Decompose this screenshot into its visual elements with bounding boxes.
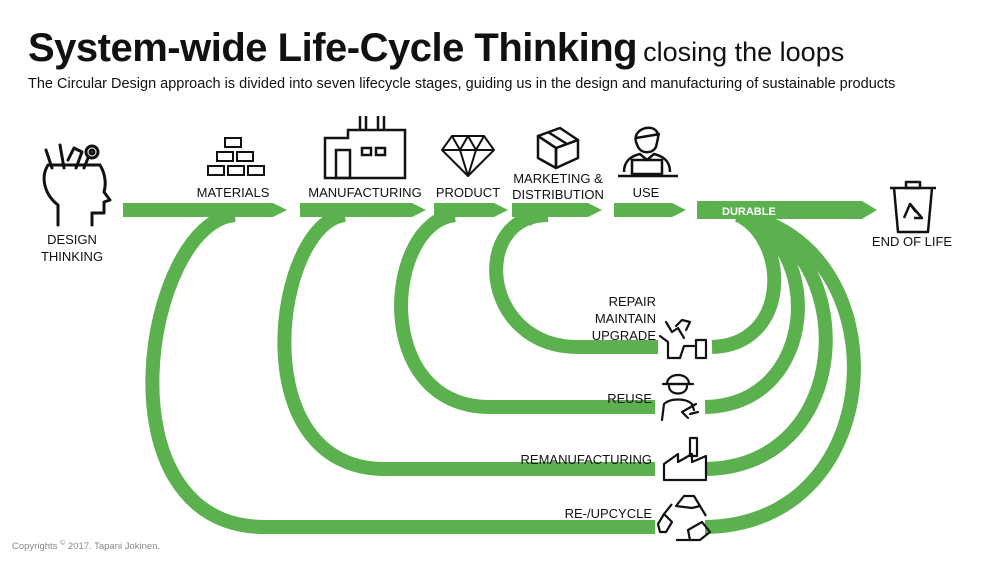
copyright-suffix: 2017. Tapani Jokinen. — [67, 541, 161, 553]
factory-icon — [323, 116, 407, 180]
page-title: System-wide Life-Cycle Thinking — [28, 26, 638, 70]
loop-repair-line1: REPAIR — [609, 294, 656, 309]
stage-product: PRODUCT — [436, 185, 500, 200]
stage-durable: DURABLE — [722, 206, 776, 218]
main-flow — [123, 201, 877, 219]
repair-tools-icon — [658, 318, 708, 360]
arrow-marketing-use — [614, 203, 686, 217]
loop-reuse-label: REUSE — [607, 391, 652, 406]
loop-remanufacturing-label: REMANUFACTURING — [521, 452, 652, 467]
loop-recycle — [145, 208, 861, 534]
page-title-suffix: closing the loops — [643, 37, 845, 67]
return-loops — [145, 208, 861, 534]
stage-use: USE — [633, 185, 660, 200]
head-icon — [42, 143, 112, 227]
stage-marketing-line2: DISTRIBUTION — [512, 187, 604, 202]
stage-design-thinking-line1: DESIGN — [47, 232, 97, 247]
user-laptop-icon — [618, 126, 678, 178]
copyright-prefix: Copyrights — [12, 541, 58, 553]
stage-marketing-line1: MARKETING & — [513, 171, 603, 186]
copyright: Copyrights © 2017. Tapani Jokinen. — [12, 540, 160, 552]
box-icon — [536, 126, 580, 170]
copyright-symbol: © — [60, 540, 66, 547]
trash-icon — [890, 180, 936, 234]
recycle-icon — [656, 494, 712, 542]
arrow-durable — [697, 201, 877, 219]
arrow-manufacturing-product — [434, 203, 508, 217]
stage-materials: MATERIALS — [197, 185, 270, 200]
loop-repair-line2: MAINTAIN — [595, 311, 656, 326]
page-subtitle: The Circular Design approach is divided … — [28, 76, 896, 92]
stage-end-of-life: END OF LIFE — [872, 234, 953, 249]
bricks-icon — [207, 137, 265, 176]
stage-design-thinking-line2: THINKING — [41, 249, 103, 264]
arrow-design-materials — [123, 203, 287, 217]
remanufacturing-factory-icon — [662, 436, 708, 482]
arrow-product-marketing — [512, 203, 602, 217]
worker-icon — [660, 373, 700, 422]
loop-recycle-label: RE-/UPCYCLE — [565, 506, 653, 521]
stage-manufacturing: MANUFACTURING — [308, 185, 421, 200]
diamond-icon — [441, 135, 495, 177]
loop-repair-line3: UPGRADE — [592, 328, 657, 343]
arrow-materials-manufacturing — [300, 203, 426, 217]
